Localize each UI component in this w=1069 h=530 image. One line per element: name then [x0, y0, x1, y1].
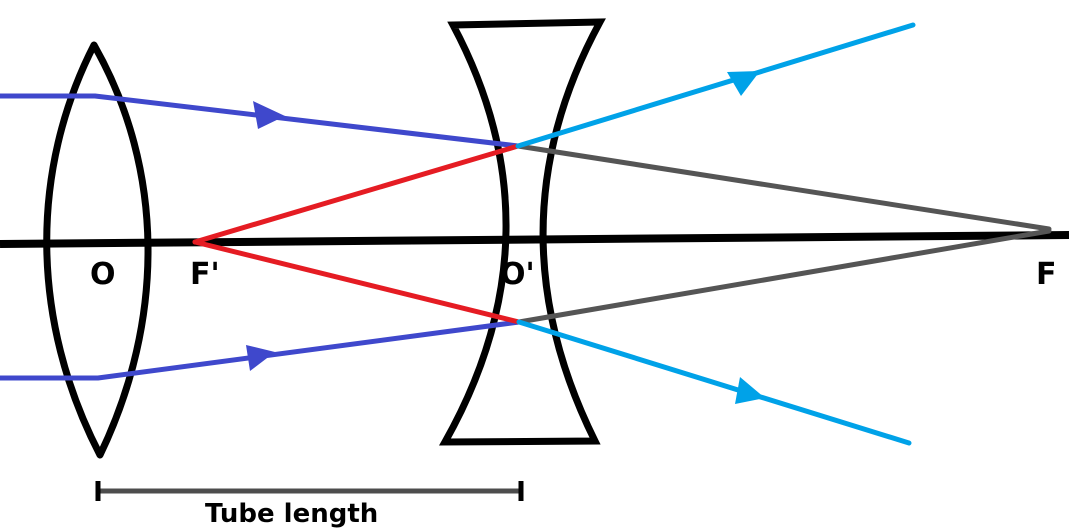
label-eyepiece-focus: F: [1036, 257, 1057, 292]
lower-emergent-ray: [516, 319, 912, 446]
label-objective-center: O: [90, 257, 116, 292]
lower-converging-ray: [192, 239, 522, 325]
lower-incident-arrow: [246, 345, 275, 371]
objective-convex-lens: [43, 41, 152, 459]
lower-emergent-arrow: [735, 377, 765, 404]
lower-virtual-extension: [516, 228, 1052, 325]
upper-incident-arrow: [253, 101, 285, 129]
lower-incident-ray: [0, 319, 520, 381]
upper-virtual-extension: [515, 143, 1052, 232]
upper-emergent-ray: [515, 22, 916, 149]
tube-length-marker: [95, 481, 524, 501]
label-tube-length: Tube length: [205, 499, 378, 529]
upper-emergent-arrow: [727, 71, 760, 96]
upper-converging-ray: [192, 143, 521, 245]
label-objective-focus: F': [190, 257, 220, 292]
label-eyepiece-center: O': [500, 257, 535, 292]
eyepiece-concave-lens: [438, 18, 606, 446]
optical-axis: [0, 231, 1069, 248]
upper-incident-ray: [0, 93, 519, 149]
